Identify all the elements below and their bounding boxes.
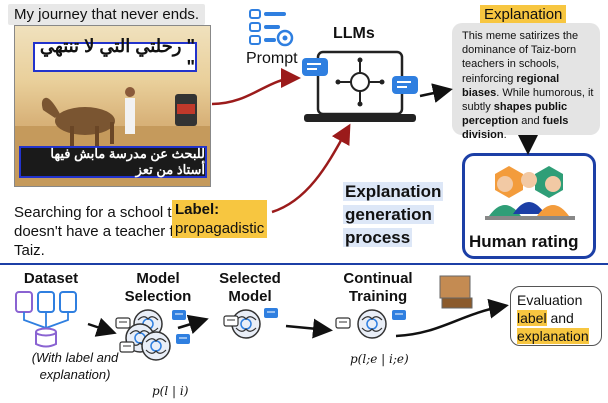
continual-training-title: Continual Training xyxy=(338,270,418,306)
continual-training-line-1: Continual xyxy=(343,270,413,287)
model-selection-icon xyxy=(115,309,191,361)
human-rating-label: Human rating xyxy=(469,232,579,251)
formula-selection: p(l | i) xyxy=(152,384,189,398)
arrow-selection-to-selected xyxy=(177,314,209,334)
prompt-label: Prompt xyxy=(246,50,298,67)
continual-training-line-2: Training xyxy=(348,288,408,305)
selected-model-line-1: Selected xyxy=(219,270,281,287)
explanation-text-1: This meme satirizes the dominance of Tai… xyxy=(462,30,579,85)
explanation-title: Explanation xyxy=(480,5,567,24)
arrow-training-to-evaluation xyxy=(395,298,509,338)
meme-caption-english: My journey that never ends. xyxy=(8,4,206,25)
llm-laptop-icon xyxy=(302,50,418,122)
explanation-box: This meme satirizes the dominance of Tai… xyxy=(452,23,600,141)
explanation-bold-3: fuels division xyxy=(462,115,569,142)
raters-icon xyxy=(485,166,575,220)
arrow-llm-to-explanation xyxy=(419,83,453,103)
process-line-1: Explanation xyxy=(343,182,444,201)
explanation-bold-2: shapes public perception xyxy=(462,101,568,128)
llms-title: LLMs xyxy=(333,25,375,42)
prompt-settings-icon xyxy=(249,9,294,47)
dataset-note: (With label and explanation) xyxy=(31,350,119,382)
meme-image: " رحلتي التي لا تنتهي " للبحث عن مدرسة م… xyxy=(14,25,211,187)
evaluation-label: label xyxy=(517,310,547,326)
arrow-meme-to-llm xyxy=(211,68,301,106)
explanation-text-4: . xyxy=(503,129,507,142)
explanation-text-2: . While humorous, it subtly xyxy=(462,86,594,114)
label-title: Label: xyxy=(175,201,220,218)
arrow-selected-to-training xyxy=(285,318,333,339)
meme-bottom-banner: للبحث عن مدرسة مابش فيها أستاذ من تعز xyxy=(19,146,207,178)
evaluation-and: and xyxy=(550,310,574,326)
label-value: propagadistic xyxy=(175,220,265,237)
evaluation-title: Evaluation xyxy=(517,292,583,308)
arrow-dataset-to-selection xyxy=(87,317,117,337)
selected-model-title: Selected Model xyxy=(210,270,290,306)
model-selection-line-1: Model xyxy=(136,270,180,287)
process-line-2: generation xyxy=(343,205,434,224)
model-selection-title: Model Selection xyxy=(118,270,198,306)
label-box: Label: propagadistic xyxy=(172,200,268,238)
dataset-icon xyxy=(15,291,77,348)
evaluation-box: Evaluation label and explanation xyxy=(510,286,602,346)
selected-model-line-2: Model xyxy=(228,288,272,305)
selected-model-icon xyxy=(223,307,279,339)
formula-training: p(l;e | i;e) xyxy=(350,352,409,366)
explanation-process-label: Explanation generation process xyxy=(343,180,444,249)
arrow-label-to-llm xyxy=(271,123,351,214)
bottom-flow xyxy=(87,275,509,361)
dataset-title: Dataset xyxy=(23,270,79,287)
evaluation-explanation: explanation xyxy=(517,328,589,344)
continual-training-icon xyxy=(335,309,407,339)
section-divider xyxy=(0,263,608,265)
model-selection-line-2: Selection xyxy=(124,288,192,305)
process-line-3: process xyxy=(343,228,413,247)
meme-bottom-caption-english: Searching for a school that doesn't have… xyxy=(14,204,200,259)
training-image-stack xyxy=(439,275,473,309)
explanation-bold-1: regional biases xyxy=(462,72,560,99)
top-flow-arrows xyxy=(211,68,538,214)
explanation-text-3: and xyxy=(518,115,543,128)
human-rating-box xyxy=(462,153,596,259)
